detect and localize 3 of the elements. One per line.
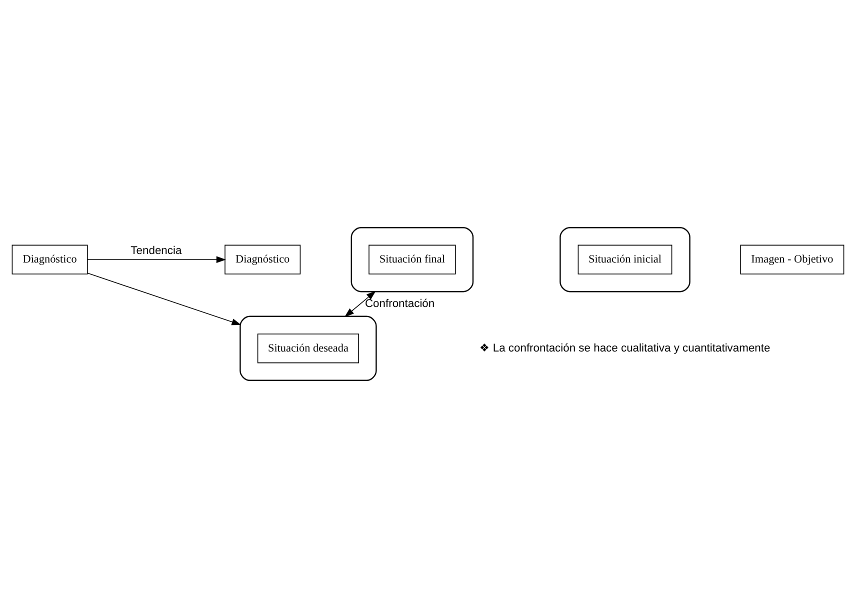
- label: ❖ La confrontación se hace cualitativa y cuantitativamente: [480, 342, 770, 354]
- edge-label: Tendencia: [130, 244, 182, 257]
- edge-label: Confrontación: [364, 297, 435, 310]
